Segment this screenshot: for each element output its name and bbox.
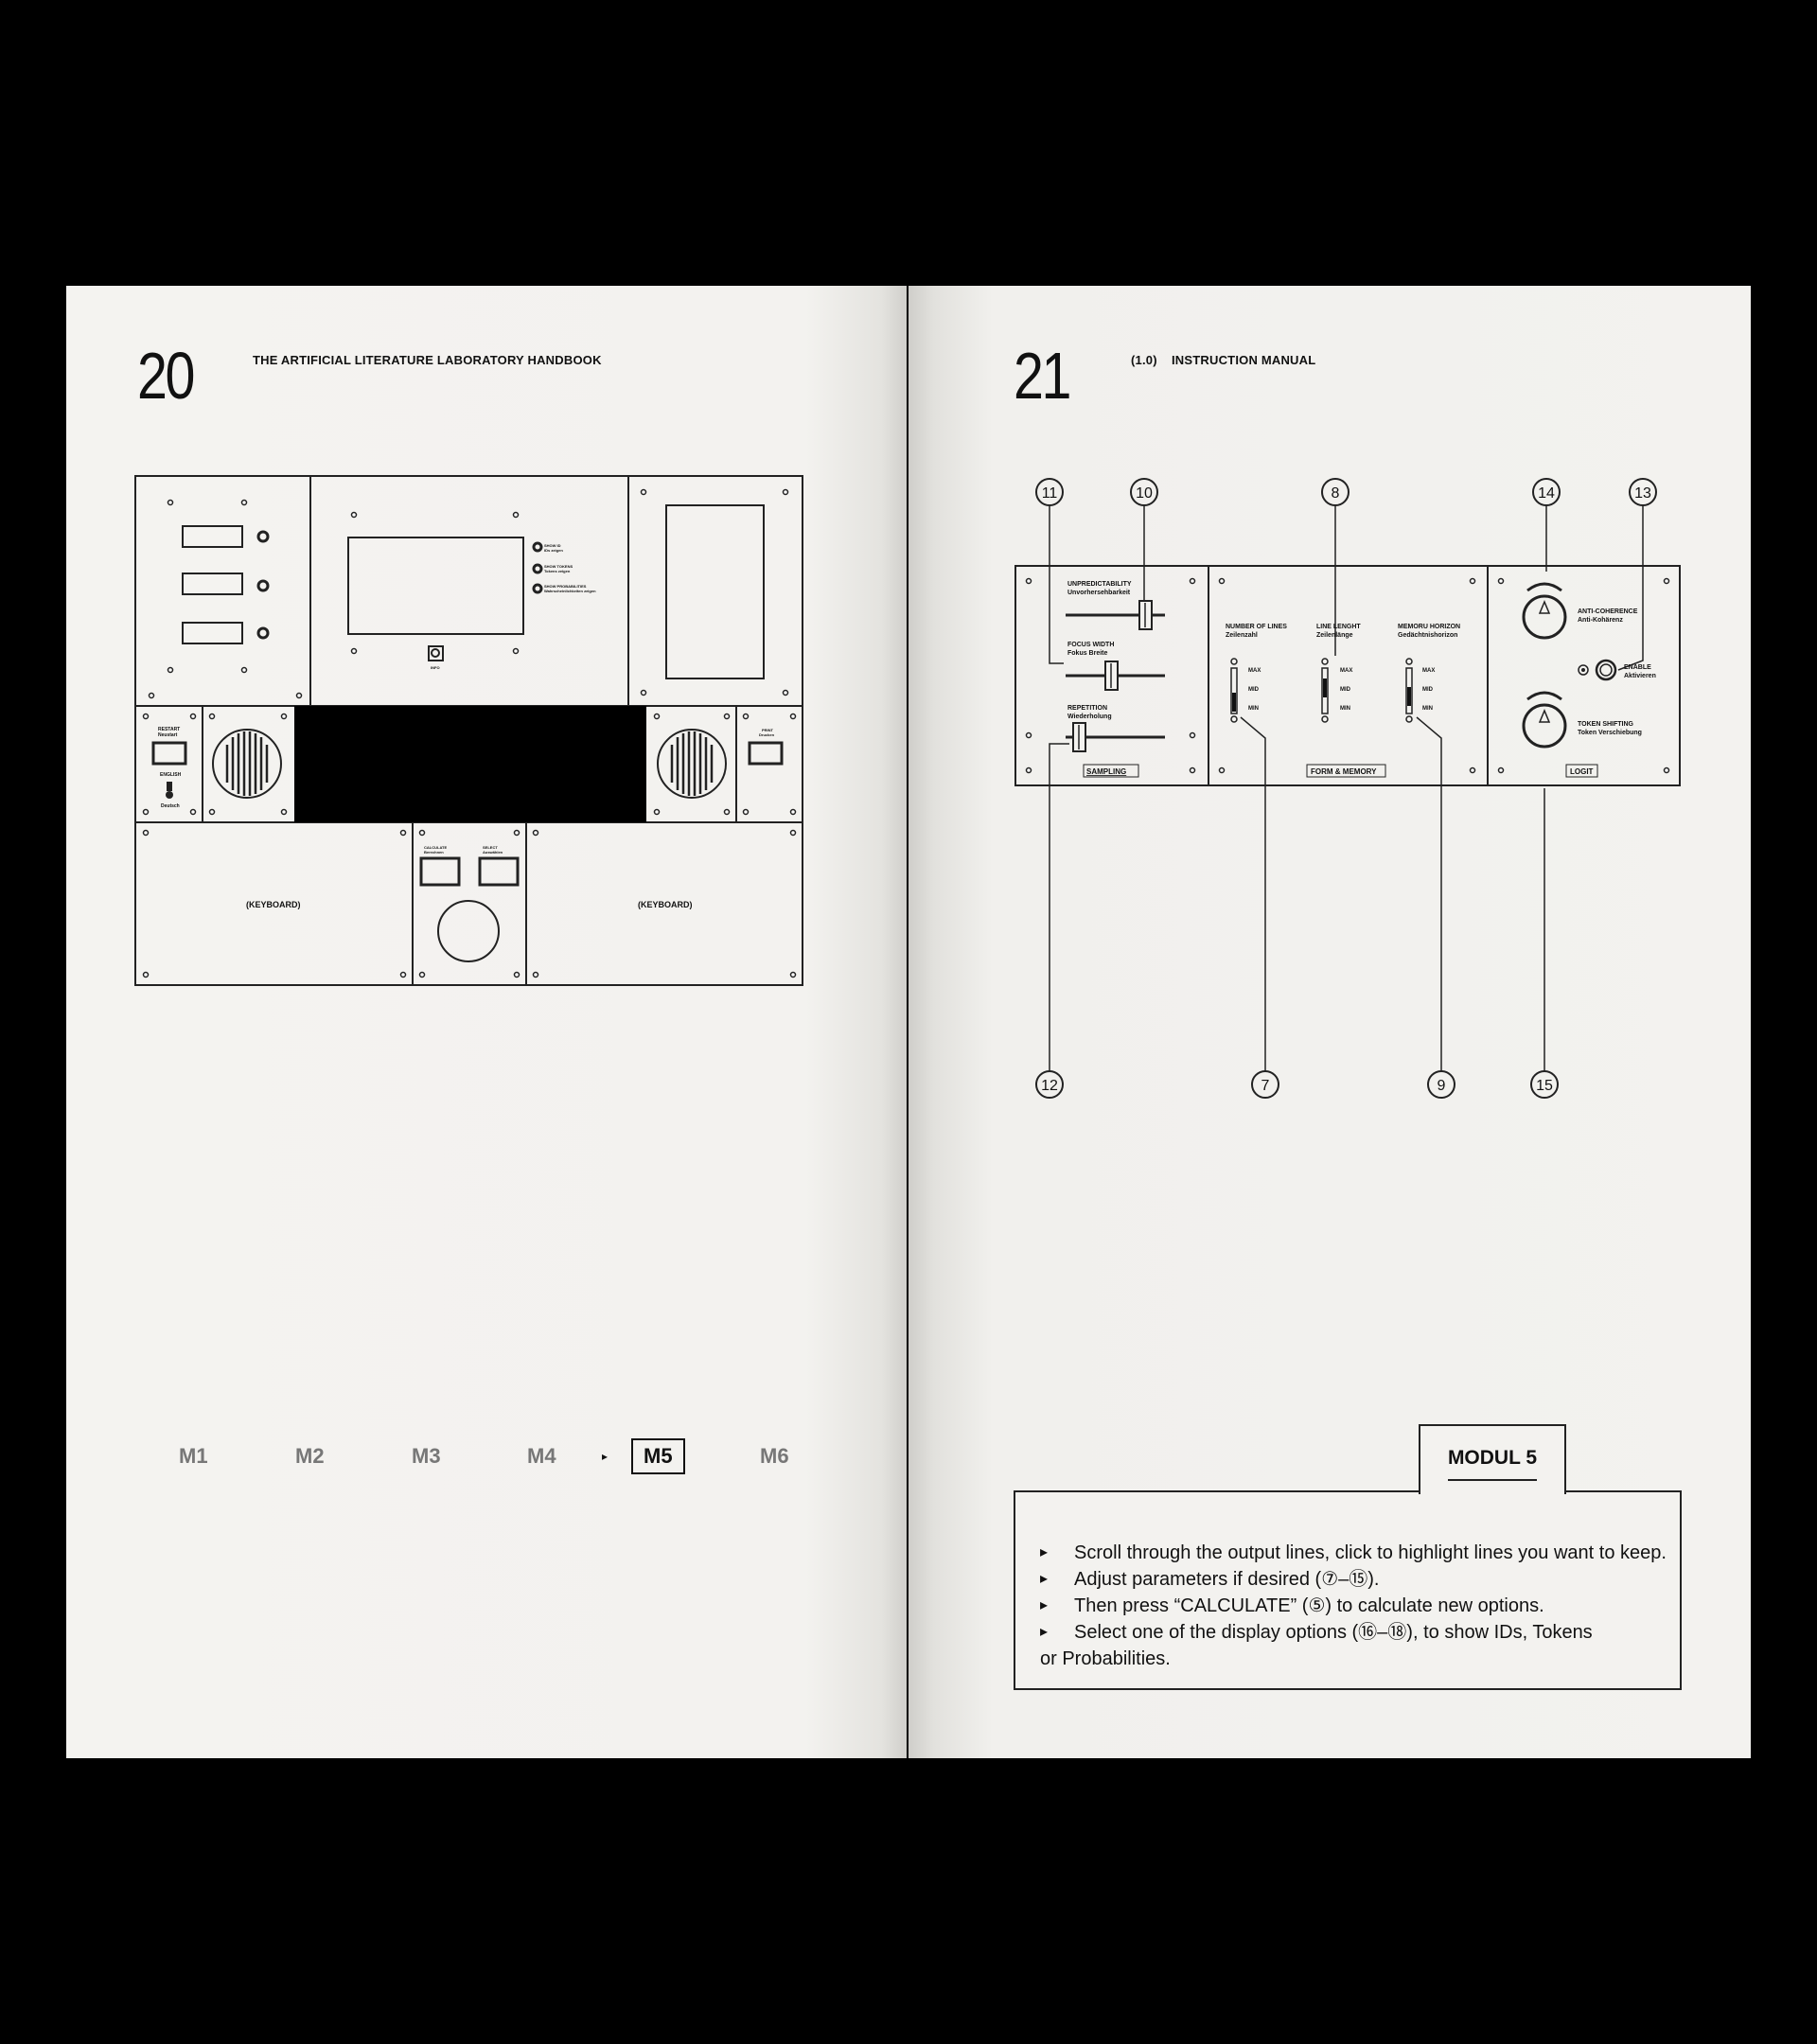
form-memory-label: FORM & MEMORY (1311, 767, 1377, 776)
print-label: PRINT (762, 728, 774, 732)
callout-11: 11 (1042, 485, 1058, 502)
black-band (294, 706, 646, 822)
svg-text:Gedächtnishorizon: Gedächtnishorizon (1398, 632, 1457, 639)
token-shifting-label: TOKEN SHIFTING (1578, 721, 1634, 728)
left-running-head: THE ARTIFICIAL LITERATURE LABORATORY HAN… (253, 353, 602, 367)
left-page (66, 286, 907, 1758)
svg-text:Wiederholung: Wiederholung (1067, 714, 1112, 720)
svg-text:MIN: MIN (1340, 706, 1350, 712)
screen (347, 537, 524, 635)
instruction-list: Scroll through the output lines, click t… (1015, 1492, 1680, 1672)
svg-text:Fokus Breite: Fokus Breite (1067, 650, 1108, 657)
keyboard-left-label: (KEYBOARD) (246, 900, 301, 909)
repetition-label: REPETITION (1067, 705, 1107, 712)
svg-text:Tokens zeigen: Tokens zeigen (544, 569, 571, 573)
module-m2[interactable]: M2 (295, 1444, 325, 1468)
svg-text:Auswählen: Auswählen (483, 850, 503, 855)
display-slot (182, 622, 243, 644)
deutsch-label: Deutsch (161, 803, 180, 809)
right-running-head: INSTRUCTION MANUAL (1172, 353, 1316, 367)
svg-text:Zeilenlänge: Zeilenlänge (1316, 632, 1353, 639)
modul-title: MODUL 5 (1447, 1447, 1538, 1481)
svg-text:MAX: MAX (1422, 668, 1435, 674)
right-page-number: 21 (1014, 339, 1071, 413)
show-id-label: SHOW ID (544, 543, 561, 548)
console-outline (134, 475, 803, 986)
callout-15: 15 (1536, 1078, 1553, 1094)
svg-text:Drucken: Drucken (759, 732, 775, 737)
svg-text:Aktivieren: Aktivieren (1624, 673, 1656, 679)
callout-7: 7 (1261, 1078, 1270, 1094)
svg-text:Token Verschiebung: Token Verschiebung (1578, 730, 1642, 736)
left-page-number: 20 (137, 339, 195, 413)
unpredictability-label: UNPREDICTABILITY (1067, 581, 1132, 588)
instruction-item: Scroll through the output lines, click t… (1040, 1540, 1680, 1566)
svg-text:Wahrscheinlichkeiten zeigen: Wahrscheinlichkeiten zeigen (544, 589, 596, 593)
enable-label: ENABLE (1624, 664, 1651, 671)
select-label: SELECT (483, 845, 498, 850)
keyboard-right-label: (KEYBOARD) (638, 900, 693, 909)
focus-width-label: FOCUS WIDTH (1067, 642, 1114, 648)
svg-text:Neustart: Neustart (158, 732, 178, 738)
calculate-label: CALCULATE (424, 845, 447, 850)
instruction-item: Adjust parameters if desired (⑦–⑮). (1040, 1566, 1680, 1593)
callout-13: 13 (1634, 485, 1651, 502)
instruction-item: Select one of the display options (⑯–⑱),… (1040, 1619, 1680, 1646)
module-m6[interactable]: M6 (760, 1444, 789, 1468)
callout-9: 9 (1438, 1078, 1446, 1094)
instruction-continuation: or Probabilities. (1040, 1648, 1171, 1669)
display-slot (182, 573, 243, 595)
module-m3[interactable]: M3 (412, 1444, 441, 1468)
svg-text:Anti-Kohärenz: Anti-Kohärenz (1578, 617, 1623, 624)
svg-text:MIN: MIN (1248, 706, 1259, 712)
callout-14: 14 (1538, 485, 1555, 502)
info-label: INFO (431, 665, 440, 670)
line-length-label: LINE LENGHT (1316, 624, 1361, 630)
show-tokens-label: SHOW TOKENS (544, 564, 573, 569)
anti-coherence-label: ANTI-COHERENCE (1578, 608, 1638, 615)
svg-text:MAX: MAX (1340, 668, 1352, 674)
svg-text:MID: MID (1422, 687, 1434, 693)
module-m1[interactable]: M1 (179, 1444, 208, 1468)
svg-text:Berechnen: Berechnen (424, 850, 444, 855)
show-probabilities-label: SHOW PROBABILITIES (544, 584, 587, 589)
svg-text:MIN: MIN (1422, 706, 1433, 712)
svg-text:Zeilenzahl: Zeilenzahl (1226, 632, 1258, 639)
sampling-label: SAMPLING (1086, 767, 1126, 776)
callout-12: 12 (1041, 1078, 1058, 1094)
output-display (665, 504, 765, 679)
restart-label: RESTART (158, 727, 180, 732)
control-panel-outline (1014, 565, 1681, 786)
logit-label: LOGIT (1570, 767, 1594, 776)
svg-text:MID: MID (1248, 687, 1260, 693)
instructions-box: Scroll through the output lines, click t… (1014, 1490, 1682, 1690)
module-m5-active[interactable]: M5 (631, 1438, 685, 1474)
number-of-lines-label: NUMBER OF LINES (1226, 624, 1287, 630)
right-running-head-version: (1.0) (1131, 353, 1157, 367)
callout-8: 8 (1332, 485, 1340, 502)
svg-text:Unvorhersehbarkeit: Unvorhersehbarkeit (1067, 590, 1131, 596)
callout-10: 10 (1136, 485, 1153, 502)
current-module-arrow-icon: ▸ (602, 1450, 609, 1463)
english-label: ENGLISH (160, 772, 182, 778)
svg-text:MAX: MAX (1248, 668, 1261, 674)
modul-tab: MODUL 5 (1419, 1424, 1566, 1494)
module-m4[interactable]: M4 (527, 1444, 556, 1468)
svg-text:MID: MID (1340, 687, 1351, 693)
display-slot (182, 525, 243, 548)
instruction-item: Then press “CALCULATE” (⑤) to calculate … (1040, 1593, 1680, 1619)
svg-text:IDs zeigen: IDs zeigen (544, 548, 563, 553)
memory-horizon-label: MEMORU HORIZON (1398, 624, 1460, 630)
